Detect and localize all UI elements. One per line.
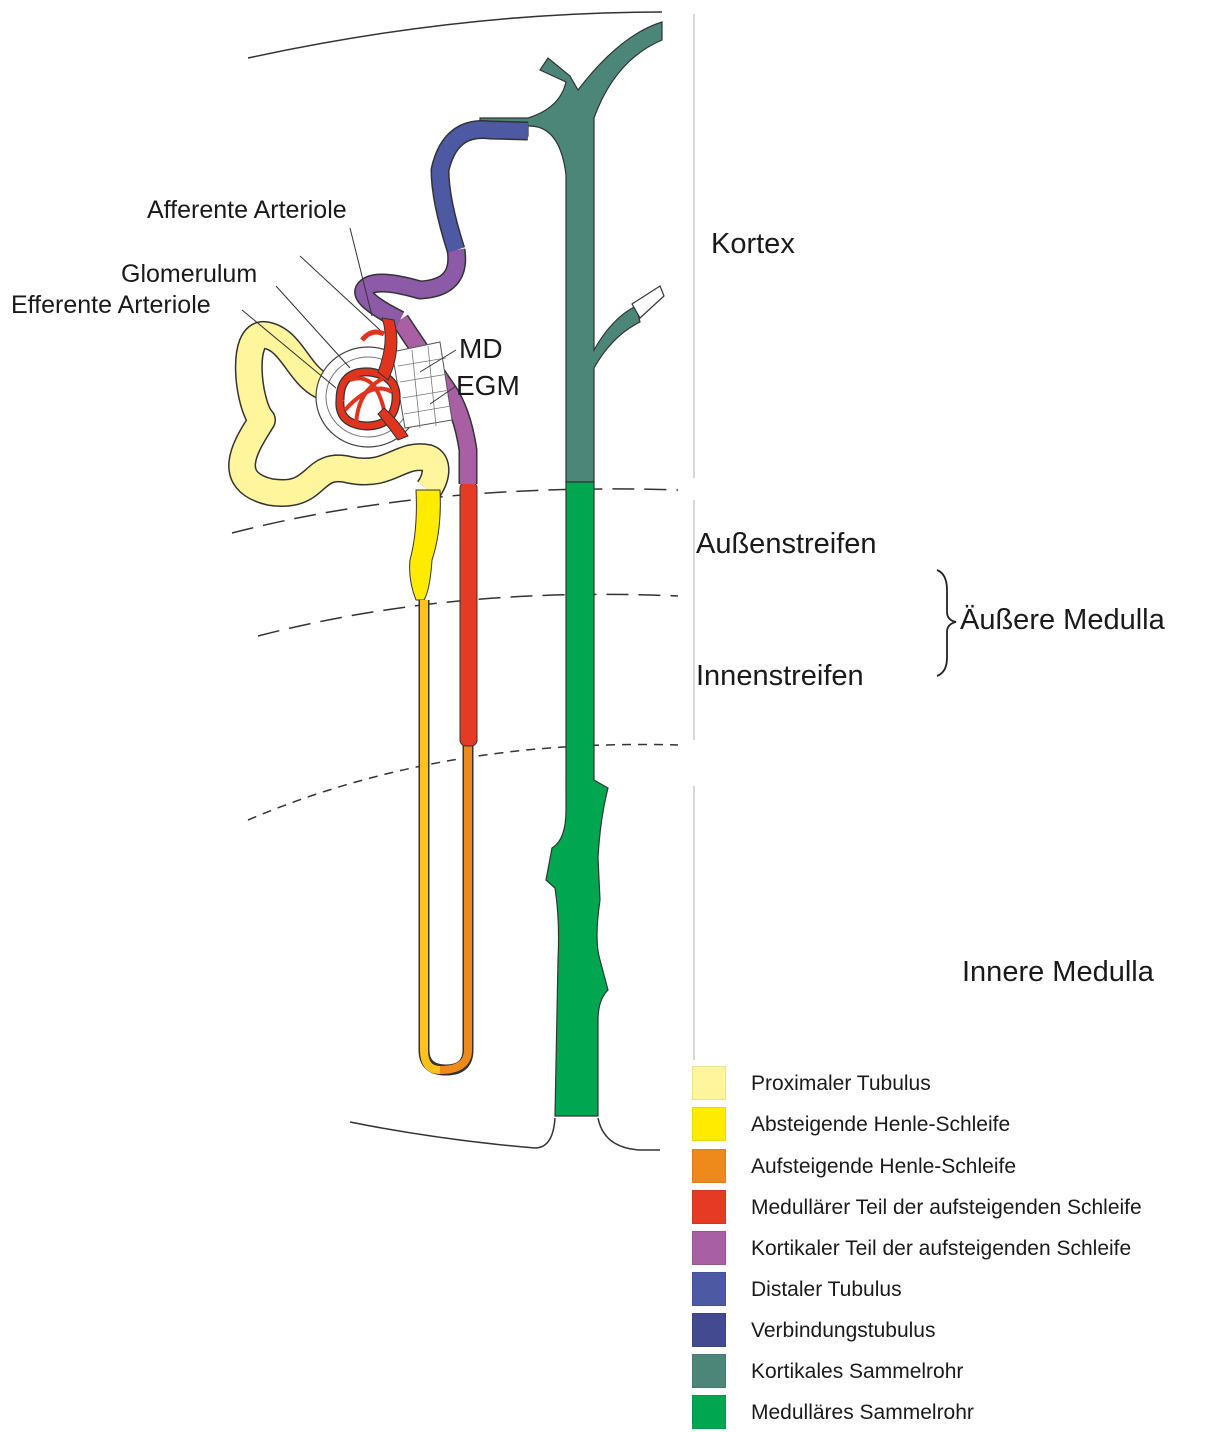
label-glomerulum: Glomerulum: [121, 262, 257, 287]
distal-curve: [364, 250, 457, 320]
legend-item: Medullärer Teil der aufsteigenden Schlei…: [690, 1190, 1225, 1226]
legend-label: Aufsteigende Henle-Schleife: [751, 1155, 1016, 1179]
legend-swatch: [692, 1313, 726, 1347]
legend-item: Distaler Tubulus: [690, 1272, 1225, 1308]
renal-corpuscle: [316, 318, 452, 447]
legend-item: Verbindungstubulus: [690, 1313, 1225, 1349]
legend-label: Absteigende Henle-Schleife: [751, 1113, 1010, 1137]
legend-label: Medullärer Teil der aufsteigenden Schlei…: [751, 1196, 1142, 1220]
legend-label: Proximaler Tubulus: [751, 1072, 931, 1096]
legend-item: Aufsteigende Henle-Schleife: [690, 1149, 1225, 1185]
label-aeussere-medulla: Äußere Medulla: [960, 606, 1165, 635]
legend-swatch: [692, 1066, 726, 1100]
legend-item: Kortikaler Teil der aufsteigenden Schlei…: [690, 1231, 1225, 1267]
collecting-duct: [480, 22, 664, 1116]
label-innere-medulla: Innere Medulla: [962, 958, 1154, 987]
legend-label: Verbindungstubulus: [751, 1319, 935, 1343]
legend-swatch: [692, 1107, 726, 1141]
papilla-outline: [350, 1118, 660, 1150]
label-innenstreifen: Innenstreifen: [696, 662, 864, 691]
legend-item: Proximaler Tubulus: [690, 1066, 1225, 1102]
label-egm: EGM: [456, 372, 520, 400]
medullary-collecting-duct: [546, 482, 608, 1116]
distal-tubule: [440, 130, 528, 251]
legend-label: Medulläres Sammelrohr: [751, 1401, 974, 1425]
legend-swatch: [692, 1354, 726, 1388]
legend-item: Medulläres Sammelrohr: [690, 1395, 1225, 1431]
legend-swatch: [692, 1190, 726, 1224]
legend-swatch: [692, 1149, 726, 1183]
cortical-collecting-duct: [480, 22, 662, 482]
descending-limb: [410, 490, 441, 600]
outer-medulla-brace: [937, 570, 956, 676]
legend-swatch: [692, 1395, 726, 1429]
legend-item: Kortikales Sammelrohr: [690, 1354, 1225, 1390]
kidney-capsule-top: [248, 12, 662, 58]
thin-descending-limb: [424, 600, 440, 1070]
label-afferente-arteriole: Afferente Arteriole: [147, 198, 347, 223]
zone-boundaries: [232, 12, 678, 1150]
legend-swatch: [692, 1231, 726, 1265]
legend-swatch: [692, 1272, 726, 1306]
label-efferente-arteriole: Efferente Arteriole: [11, 293, 211, 318]
legend-item: Absteigende Henle-Schleife: [690, 1107, 1225, 1143]
cortical-duct-side-branch-tip: [632, 286, 664, 318]
medullary-thick-ascending-limb: [460, 482, 477, 746]
label-md: MD: [459, 335, 503, 363]
label-aussenstreifen: Außenstreifen: [696, 530, 877, 559]
legend-label: Kortikales Sammelrohr: [751, 1360, 963, 1384]
legend-label: Distaler Tubulus: [751, 1278, 902, 1302]
label-kortex: Kortex: [711, 230, 795, 259]
nephron-tubule: [242, 130, 528, 1071]
legend-label: Kortikaler Teil der aufsteigenden Schlei…: [751, 1237, 1131, 1261]
